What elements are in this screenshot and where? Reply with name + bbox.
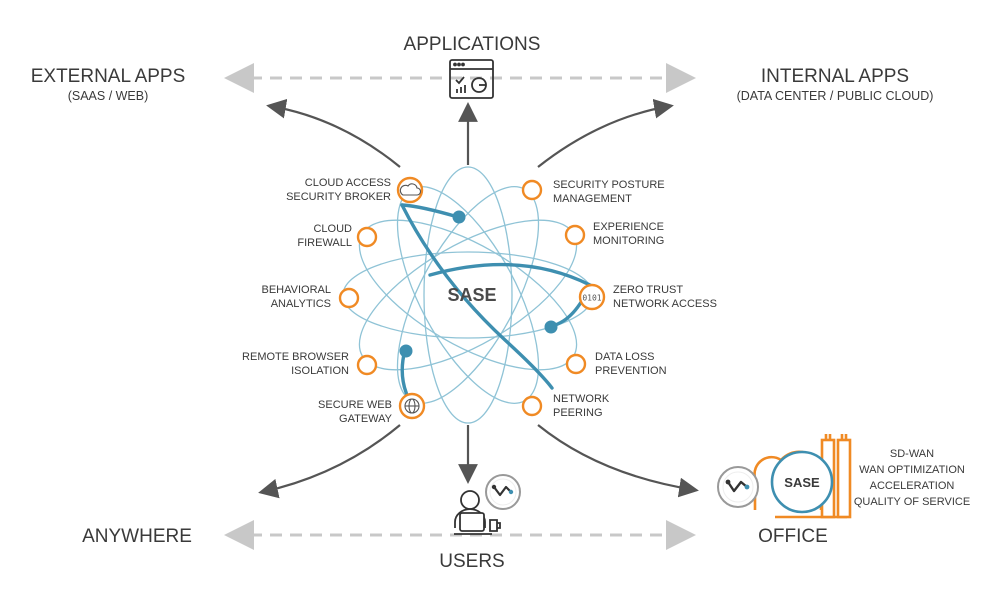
hub-arrows [258,98,699,499]
orbit-vertical [423,166,513,424]
feature-ring-experience [564,224,586,246]
office-feature-item: WAN OPTIMIZATION [859,464,965,476]
feature-label-rbi-l2: ISOLATION [291,365,349,377]
arrow-to-anywhere [258,424,401,499]
office-feature-item: QUALITY OF SERVICE [854,496,970,508]
user-laptop-icon [454,490,501,535]
globe-icon [404,398,420,414]
feature-label-behavioral-l2: ANALYTICS [271,298,331,310]
feature-ring-dlp [565,353,587,375]
binary-icon: 0101 [582,294,601,303]
casb-zt-orbit-path [400,203,554,390]
feature-label-peering-l1: NETWORK [553,393,610,405]
zt-highlight-path [428,262,593,328]
office-sase-ring [770,450,834,514]
feature-label-cloud-firewall-l1: CLOUD [313,223,352,235]
office-feature-item: SD-WAN [890,448,934,460]
external-apps-title: EXTERNAL APPS [31,66,186,87]
feature-label-cloud-firewall-l2: FIREWALL [297,237,352,249]
office-feature-list: SD-WAN WAN OPTIMIZATION ACCELERATION QUA… [854,448,970,508]
feature-label-peering-l2: PEERING [553,407,603,419]
feature-rings-right [521,179,606,417]
office-title: OFFICE [758,526,828,547]
cloud-icon [399,183,422,196]
feature-label-rbi-l1: REMOTE BROWSER [242,351,349,363]
feature-label-experience-l1: EXPERIENCE [593,221,664,233]
feature-ring-ztna [578,283,606,311]
sd-wan-badge-users [485,474,521,510]
app-window-icon [449,59,494,99]
feature-label-posture-l2: MANAGEMENT [553,193,632,205]
feature-ring-behavioral-analytics [338,287,360,309]
feature-label-dlp-l1: DATA LOSS [595,351,655,363]
feature-label-casb-l1: CLOUD ACCESS [305,177,391,189]
internal-apps-title: INTERNAL APPS [761,66,909,87]
feature-label-experience-l2: MONITORING [593,235,664,247]
feature-label-dlp-l2: PREVENTION [595,365,667,377]
feature-ring-cloud-firewall [356,226,378,248]
sase-core-label: SASE [447,285,496,305]
highlight-paths [400,203,593,407]
feature-label-swg-l2: GATEWAY [339,413,393,425]
feature-ring-remote-browser [356,354,378,376]
feature-label-swg-l1: SECURE WEB [318,399,392,411]
applications-title: APPLICATIONS [404,34,541,55]
feature-labels-right: SECURITY POSTURE MANAGEMENT EXPERIENCE M… [553,179,717,419]
office-sase-badge: SASE [784,475,820,490]
orbit-node [399,344,413,358]
feature-ring-casb [396,176,424,204]
office-feature-item: ACCELERATION [870,480,955,492]
arrow-to-internal [537,98,674,168]
arrow-to-external [266,98,401,168]
feature-rings-left [338,176,426,420]
feature-label-posture-l1: SECURITY POSTURE [553,179,665,191]
feature-ring-peering [521,395,543,417]
network-flow-icon [493,485,512,497]
internal-apps-subtitle: (DATA CENTER / PUBLIC CLOUD) [737,89,934,103]
users-title: USERS [439,551,504,572]
orbit-node [544,320,558,334]
feature-labels-left: CLOUD ACCESS SECURITY BROKER CLOUD FIREW… [242,177,393,425]
feature-label-ztna-l2: NETWORK ACCESS [613,298,717,310]
anywhere-title: ANYWHERE [82,526,192,547]
feature-label-ztna-l1: ZERO TRUST [613,284,683,296]
casb-highlight-path [400,203,460,219]
feature-label-behavioral-l1: BEHAVIORAL [262,284,332,296]
external-apps-subtitle: (SAAS / WEB) [68,89,149,103]
feature-label-casb-l2: SECURITY BROKER [286,191,391,203]
arrow-to-office [537,424,699,498]
orbit-node [452,210,466,224]
network-flow-icon [727,480,748,493]
sd-wan-badge-office [717,466,759,508]
feature-ring-posture [521,179,543,201]
